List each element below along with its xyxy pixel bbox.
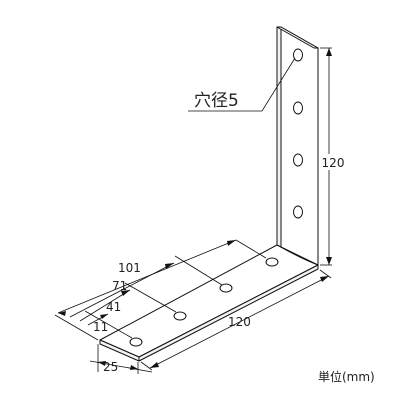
vertical-leg-edge [276, 26, 282, 251]
extension-line [124, 282, 177, 313]
hole [293, 153, 303, 167]
extension-line [235, 239, 267, 259]
vertical-leg [276, 26, 319, 266]
extension-line [54, 314, 99, 341]
arrowhead [320, 276, 329, 282]
extension-line [84, 310, 133, 339]
dimension-line-71 [69, 262, 175, 318]
hole-position-label-101: 101 [118, 261, 141, 275]
arrowhead [121, 290, 130, 296]
extension-line [319, 269, 332, 279]
arrowhead [326, 257, 332, 265]
vertical-leg-top [276, 26, 319, 49]
length-label: 120 [228, 315, 251, 329]
arrowhead [165, 263, 174, 269]
bend-line [276, 244, 319, 266]
hole [293, 205, 303, 219]
vertical-leg-face [280, 26, 319, 266]
hole [293, 48, 303, 62]
hole [219, 283, 233, 293]
horizontal-holes [129, 257, 279, 347]
arrowhead [98, 361, 106, 366]
width-label: 25 [103, 360, 118, 374]
horizontal-leg [99, 244, 319, 362]
hole-position-label-41: 41 [106, 300, 121, 314]
hole-position-label-11: 11 [93, 320, 108, 334]
extension-line [174, 255, 223, 286]
hole-diameter-label: 穴径5 [194, 91, 239, 111]
hole [129, 337, 143, 347]
arrowhead [150, 362, 159, 368]
hole [173, 311, 187, 321]
arrowhead [130, 365, 138, 370]
height-label-background [320, 154, 346, 170]
dimension-line-101 [57, 239, 237, 314]
extension-line [140, 361, 153, 371]
dimension-line-41 [79, 289, 131, 322]
arrowhead [100, 314, 108, 319]
hole [293, 101, 303, 115]
horizontal-leg-right-edge [138, 264, 319, 362]
length-dimension [140, 269, 332, 371]
vertical-holes [293, 48, 303, 219]
hole-callout [188, 57, 296, 112]
length-dimension-line [149, 275, 330, 369]
hole-leader-line [188, 57, 296, 112]
arrowhead [326, 48, 332, 56]
arrowhead [227, 240, 236, 246]
unit-label: 単位(mm) [318, 369, 375, 384]
hole-position-label-71: 71 [112, 279, 127, 293]
arrowhead [58, 311, 66, 316]
hole [265, 257, 279, 267]
height-label: 120 [322, 156, 345, 170]
